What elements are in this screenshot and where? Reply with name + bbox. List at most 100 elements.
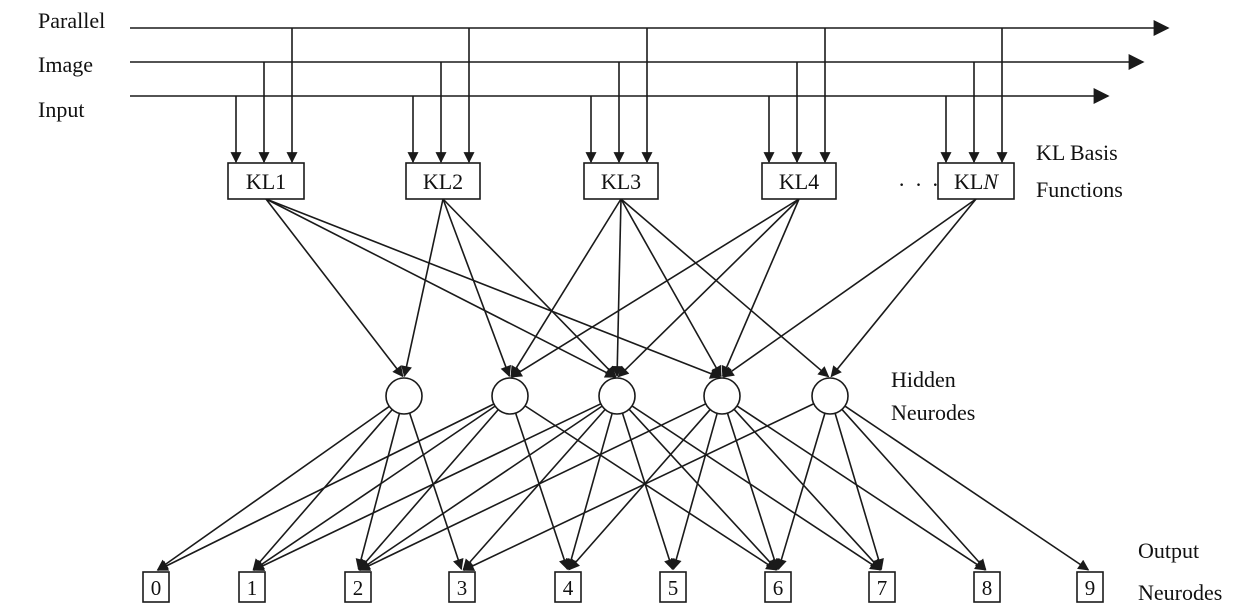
output-box-2 — [344, 571, 372, 603]
kl-label-main: KL2 — [423, 169, 463, 194]
output-label-3: 3 — [457, 576, 468, 600]
kl-box-3 — [583, 162, 659, 200]
kl-label-main: KL1 — [246, 169, 286, 194]
output-label-6: 6 — [773, 576, 784, 600]
kl-box-4 — [761, 162, 837, 200]
connection-arrow — [670, 413, 718, 571]
kl-label-main: KL — [954, 169, 983, 194]
connection-arrow — [252, 409, 393, 571]
output-box-1 — [238, 571, 266, 603]
output-box-0 — [142, 571, 170, 603]
connection-arrow — [358, 409, 499, 571]
connection-arrow — [265, 198, 404, 378]
kl-box-5 — [937, 162, 1015, 200]
connection-arrow — [510, 198, 622, 378]
output-label-1: 1 — [247, 576, 258, 600]
kl-label-1: KL1 — [246, 169, 286, 194]
kl-box-1 — [227, 162, 305, 200]
input-drop-lines — [230, 28, 1008, 164]
connection-arrow — [462, 403, 815, 571]
kl-caption-line1: KL Basis — [1036, 140, 1118, 165]
output-box-8 — [973, 571, 1001, 603]
connection-arrow — [844, 405, 1090, 571]
connection-arrow — [156, 405, 390, 571]
connection-arrow — [401, 198, 444, 378]
connection-arrow — [156, 403, 495, 571]
connection-arrow — [358, 403, 707, 571]
kl-caption-line2: Functions — [1036, 177, 1123, 202]
output-box-3 — [448, 571, 476, 603]
kl-label-suffix: N — [982, 169, 999, 194]
connection-arrow — [733, 408, 882, 571]
connection-arrow — [722, 198, 977, 378]
hidden-node-5 — [811, 377, 849, 415]
kl-ellipsis: · · · — [898, 172, 941, 197]
connection-arrow — [617, 198, 800, 378]
output-caption-line2: Neurodes — [1138, 580, 1222, 605]
connection-arrow — [620, 198, 830, 378]
kl-label-main: KL4 — [779, 169, 819, 194]
connection-arrow — [514, 412, 570, 571]
connection-arrow — [265, 198, 617, 378]
connection-arrow — [265, 198, 722, 379]
output-label-2: 2 — [353, 576, 364, 600]
input-label-input: Input — [38, 97, 84, 122]
output-label-5: 5 — [668, 576, 679, 600]
connection-arrow — [408, 412, 464, 571]
connection-arrow — [252, 403, 602, 571]
connection-arrow — [631, 405, 882, 571]
connection-arrow — [721, 198, 800, 378]
connection-arrow — [628, 408, 778, 571]
output-box-4 — [554, 571, 582, 603]
connection-arrow — [442, 198, 511, 378]
output-label-7: 7 — [877, 576, 888, 600]
hidden-node-2 — [491, 377, 529, 415]
connection-arrow — [565, 413, 613, 571]
connection-arrow — [510, 198, 800, 378]
output-box-9 — [1076, 571, 1104, 603]
hidden-neurodes — [385, 377, 849, 415]
connection-arrow — [830, 198, 977, 378]
kl-box-2 — [405, 162, 481, 200]
input-bus-lines — [130, 20, 1170, 104]
output-label-9: 9 — [1085, 576, 1096, 600]
kl-label-5: KLN — [954, 169, 999, 194]
input-label-parallel: Parallel — [38, 8, 105, 33]
connection-arrow — [355, 413, 401, 571]
hidden-node-4 — [703, 377, 741, 415]
output-box-5 — [659, 571, 687, 603]
output-box-6 — [764, 571, 792, 603]
connection-arrow — [252, 405, 496, 571]
connection-arrow — [736, 405, 987, 571]
input-label-image: Image — [38, 52, 93, 77]
kl-label-2: KL2 — [423, 169, 463, 194]
network-connections — [156, 198, 1090, 571]
connection-arrow — [834, 413, 884, 571]
kl-label-4: KL4 — [779, 169, 819, 194]
hidden-node-1 — [385, 377, 423, 415]
connection-arrow — [568, 409, 711, 571]
connection-arrow — [462, 408, 606, 571]
connection-arrow — [358, 405, 603, 571]
connection-arrow — [841, 408, 987, 571]
connection-arrow — [726, 412, 780, 571]
kl-label-3: KL3 — [601, 169, 641, 194]
output-box-7 — [868, 571, 896, 603]
output-neurodes: 0 1 2 3 4 5 6 7 8 9 — [142, 571, 1104, 603]
kl-basis-boxes: KL1 KL2 KL3 KL4 KLN — [227, 162, 1015, 200]
connection-arrow — [442, 198, 617, 378]
connection-arrow — [776, 413, 826, 571]
hidden-node-3 — [598, 377, 636, 415]
kl-label-main: KL3 — [601, 169, 641, 194]
connection-arrow — [611, 198, 623, 378]
hidden-caption-line1: Hidden — [891, 367, 956, 392]
connection-arrow — [524, 405, 778, 571]
output-label-8: 8 — [982, 576, 993, 600]
output-label-0: 0 — [151, 576, 162, 600]
hidden-caption-line2: Neurodes — [891, 400, 975, 425]
connection-arrow — [620, 198, 722, 378]
output-label-4: 4 — [563, 576, 574, 600]
output-caption-line1: Output — [1138, 538, 1199, 563]
